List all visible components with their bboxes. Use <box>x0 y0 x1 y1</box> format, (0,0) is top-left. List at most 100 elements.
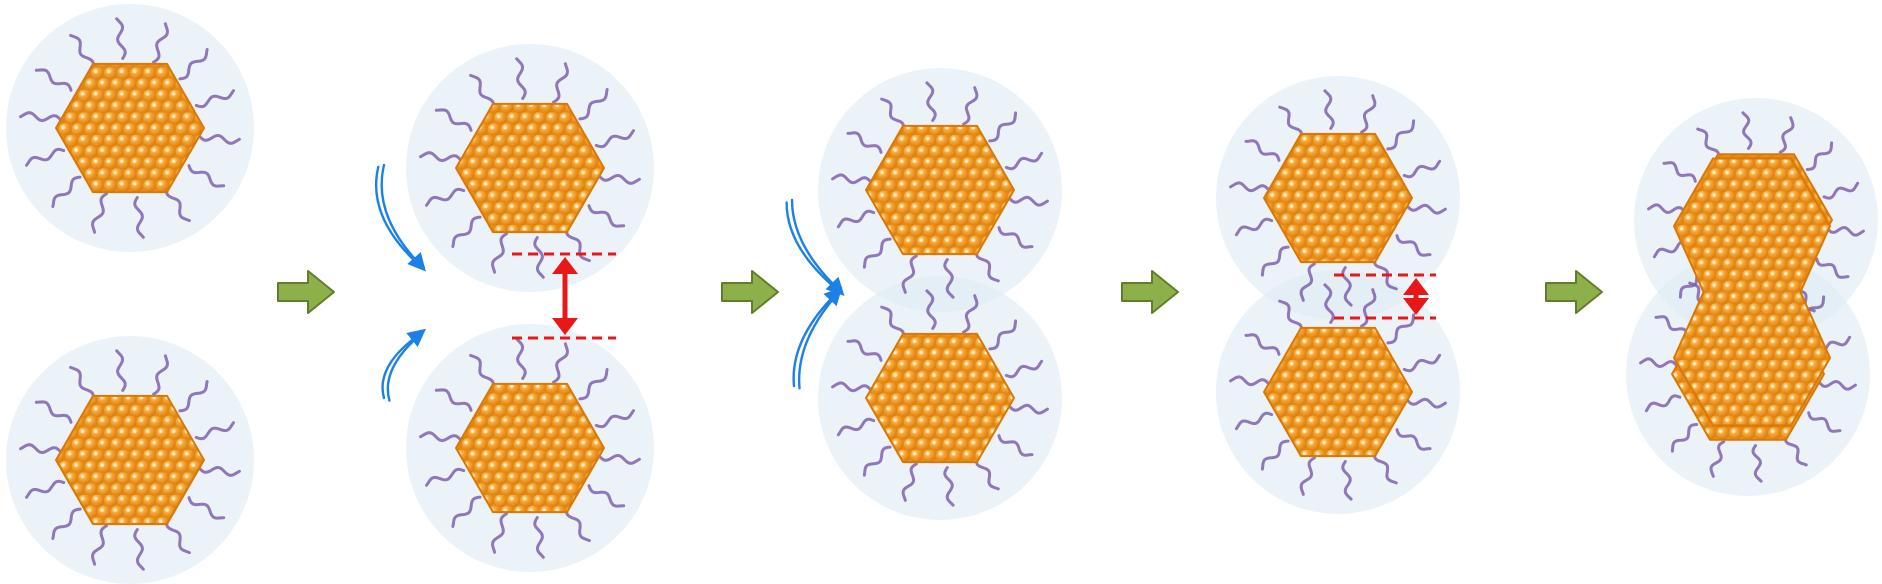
ligand-chain <box>1778 116 1795 154</box>
ligand-chain <box>1644 394 1682 413</box>
ligand-chain <box>846 339 883 362</box>
ligand-chain <box>1807 411 1842 433</box>
ligand-chain <box>1008 195 1049 207</box>
ligand-chain <box>490 512 508 554</box>
nanoparticle-core <box>1262 326 1414 458</box>
ligand-chain <box>1323 89 1335 130</box>
ligand-chain <box>901 462 918 502</box>
right-arrow-icon <box>277 270 335 314</box>
ligand-chain <box>115 349 127 392</box>
ligand-chain <box>1670 423 1699 453</box>
ligand-chain <box>587 204 626 228</box>
ligand-chain <box>1402 353 1442 373</box>
ligand-chain <box>1386 313 1416 345</box>
ligand-chain <box>425 187 466 207</box>
ligand-chain <box>1406 203 1447 215</box>
ligand-chain <box>1402 159 1442 179</box>
ligand-chain <box>51 175 82 208</box>
ligand-chain <box>564 506 591 543</box>
ligand-chain <box>515 337 527 380</box>
ligand-chain <box>533 236 545 279</box>
nanoparticle-core <box>454 382 606 514</box>
nanoparticle-core <box>864 332 1016 464</box>
curved-double-arrow-icon <box>374 163 426 272</box>
ligand-chain <box>1822 181 1860 200</box>
curved-double-arrow-icon <box>381 328 427 402</box>
motion-arrow-stroke <box>386 339 415 402</box>
ligand-chain <box>178 380 209 413</box>
ligand-chain <box>831 381 872 393</box>
ligand-chain <box>25 147 66 167</box>
gap-arrow-head-up <box>1403 278 1429 295</box>
ligand-chain <box>1696 127 1721 161</box>
ligand-chain <box>594 129 635 149</box>
ligand-chain <box>178 48 209 81</box>
motion-arrow-stroke <box>380 163 416 260</box>
ligand-chain <box>1372 450 1398 485</box>
motion-arrow-head <box>406 328 427 348</box>
ligand-chain <box>164 518 191 555</box>
ligand-chain <box>1299 262 1316 302</box>
ligand-chain <box>187 496 226 520</box>
motion-arrow-stroke <box>381 338 414 400</box>
ligand-chain <box>34 68 73 92</box>
ligand-chain <box>1815 257 1850 279</box>
ligand-chain <box>880 97 906 132</box>
ligand-chain <box>880 305 906 340</box>
ligand-chain <box>1360 94 1377 134</box>
ligand-chain <box>69 33 96 70</box>
ligand-chain <box>552 342 570 384</box>
ligand-chain <box>1386 119 1416 151</box>
motion-arrow-stroke <box>374 165 414 260</box>
gap-arrow-head-down <box>1403 298 1429 315</box>
ligand-chain <box>564 226 591 263</box>
ligand-chain <box>598 173 641 185</box>
ligand-chain <box>198 133 241 145</box>
ligand-chain <box>1654 315 1689 337</box>
right-arrow-icon <box>1121 270 1179 314</box>
ligand-chain <box>198 465 241 477</box>
motion-arrow-head <box>407 252 426 272</box>
ligand-chain <box>1639 357 1678 369</box>
nanoparticle-core <box>54 62 206 194</box>
ligand-chain <box>469 353 496 390</box>
ligand-chain <box>901 254 918 294</box>
ligand-chain <box>419 151 462 163</box>
nanoparticle-core <box>864 124 1016 256</box>
ligand-chain <box>974 248 1000 283</box>
ligand-chain <box>1244 333 1281 356</box>
ligand-chain <box>1372 256 1398 291</box>
ligand-chain <box>1662 161 1697 183</box>
ligand-chain <box>90 192 108 234</box>
ligand-chain <box>1004 151 1044 171</box>
ligand-chain <box>25 479 66 499</box>
ligand-chain <box>1783 433 1808 467</box>
ligand-chain <box>943 258 955 299</box>
ligand-chain <box>997 226 1034 249</box>
ligand-chain <box>1395 234 1432 257</box>
ligand-chain <box>1008 403 1049 415</box>
ligand-chain <box>1341 460 1353 501</box>
ligand-chain <box>419 431 462 443</box>
gap-markers <box>512 252 1436 340</box>
ligand-chain <box>1323 283 1335 324</box>
ligand-chain <box>925 289 937 330</box>
ligand-chain <box>490 232 508 274</box>
ligand-chain <box>1004 359 1044 379</box>
ligand-chain <box>1234 217 1274 237</box>
ligand-chain <box>831 173 872 185</box>
ligand-chain <box>451 495 482 528</box>
ligand-chain <box>1741 111 1753 150</box>
nanoparticle-core <box>454 102 606 234</box>
motion-arrows <box>374 163 845 402</box>
ligand-chain <box>552 62 570 104</box>
ligand-chains <box>19 17 1865 571</box>
ligand-chain <box>997 434 1034 457</box>
ligand-chain <box>988 111 1018 143</box>
ligand-chain <box>594 409 635 429</box>
nanoparticle-core <box>54 394 206 526</box>
ligand-chain <box>1244 139 1281 162</box>
vertical-double-headed-arrow-icon <box>1334 273 1436 320</box>
motion-arrow-stroke <box>790 198 834 285</box>
